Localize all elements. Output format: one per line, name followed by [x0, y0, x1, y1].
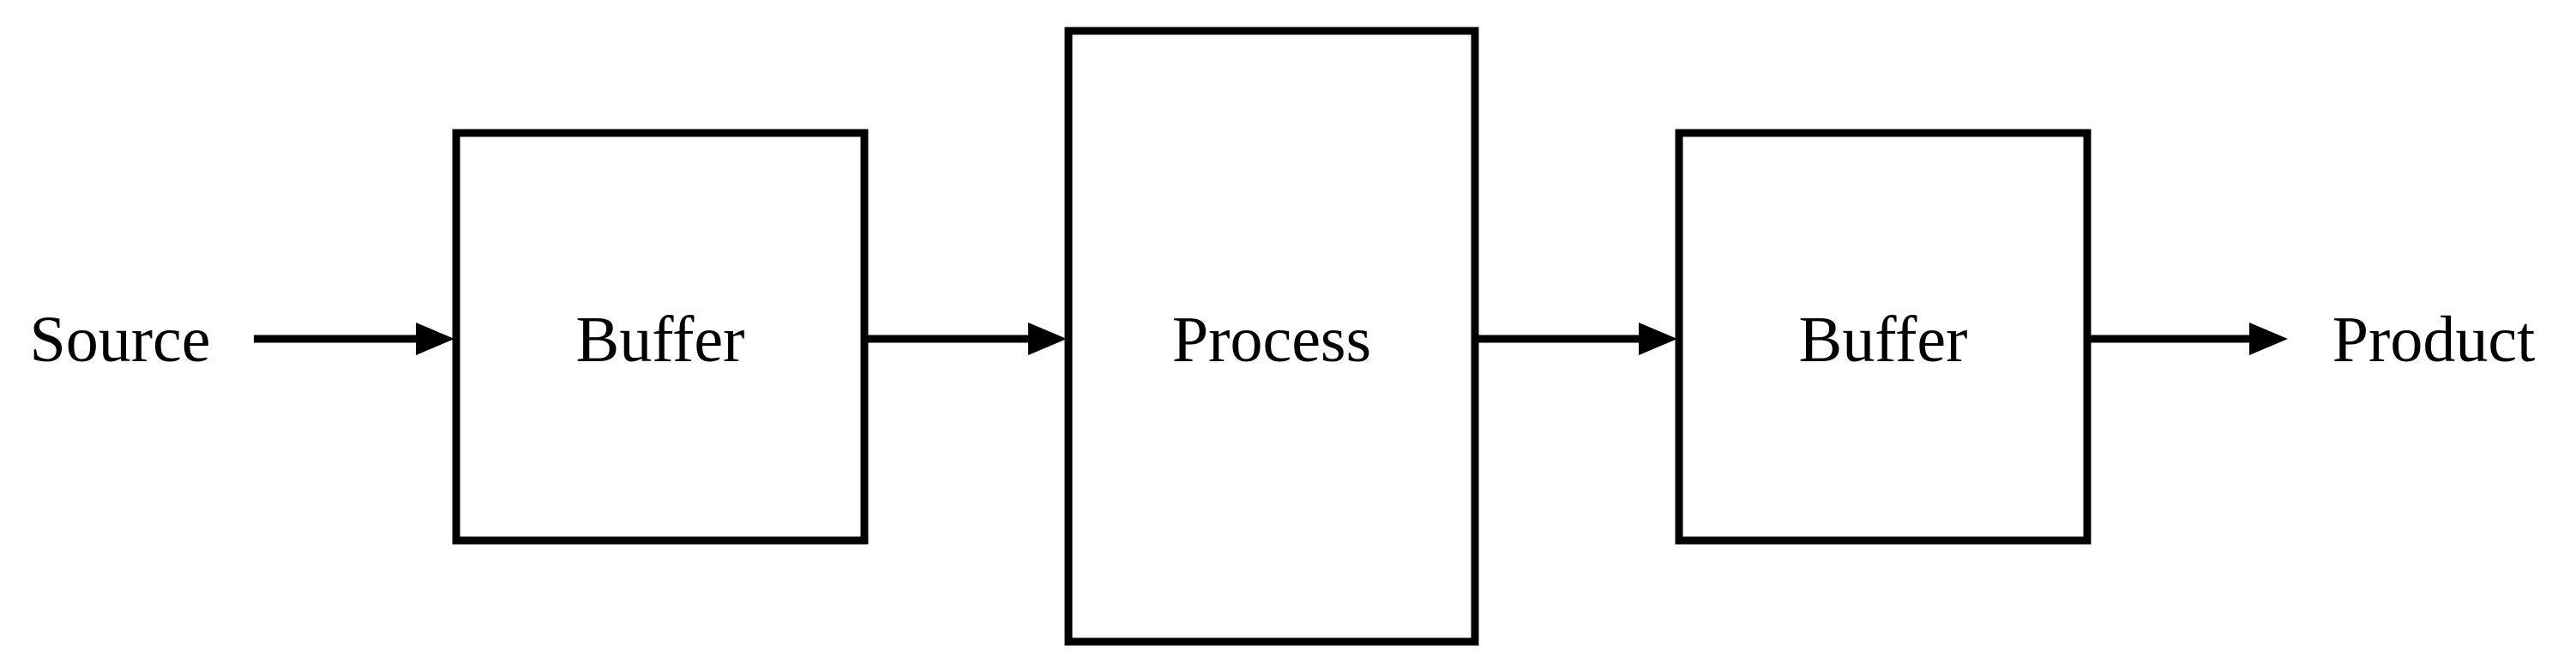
- process-label: Process: [1172, 304, 1371, 376]
- product-label: Product: [2332, 304, 2535, 376]
- process-box: Process: [1064, 27, 1479, 646]
- buffer-box-output: Buffer: [1675, 129, 2091, 545]
- buffer-input-label: Buffer: [576, 304, 745, 376]
- arrow-source-to-buffer: [254, 323, 454, 355]
- buffer-output-label: Buffer: [1799, 304, 1968, 376]
- arrow-buffer-to-product: [2091, 323, 2288, 355]
- buffer-box-input: Buffer: [452, 129, 869, 545]
- arrow-buffer-to-process: [868, 323, 1067, 355]
- source-label: Source: [29, 304, 210, 376]
- arrow-process-to-buffer: [1478, 323, 1677, 355]
